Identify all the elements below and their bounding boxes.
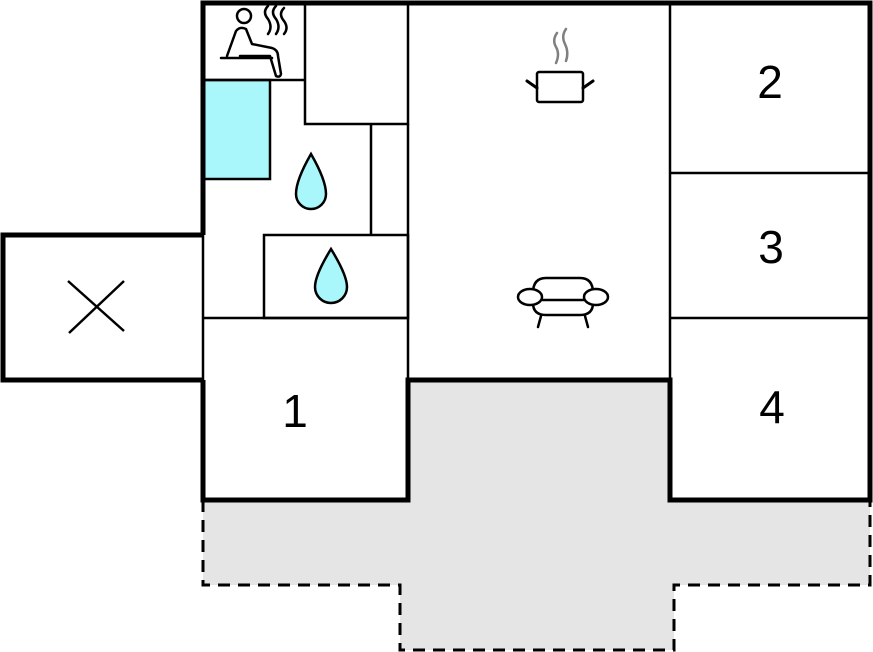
room-label-3: 3 — [758, 221, 784, 273]
cross-icon — [67, 280, 125, 334]
room-label-1: 1 — [282, 385, 308, 437]
terrace — [201, 380, 872, 652]
hot-tub — [201, 78, 272, 181]
sofa-icon — [516, 276, 610, 329]
water-drop-icon — [294, 151, 328, 211]
water-drop-icon — [313, 246, 349, 305]
cooking-pot-icon — [525, 27, 595, 104]
sauna-icon — [219, 4, 288, 78]
room-label-4: 4 — [759, 381, 785, 433]
interior-walls — [201, 1, 870, 380]
room-label-2: 2 — [757, 56, 783, 108]
exterior-walls — [0, 0, 873, 503]
